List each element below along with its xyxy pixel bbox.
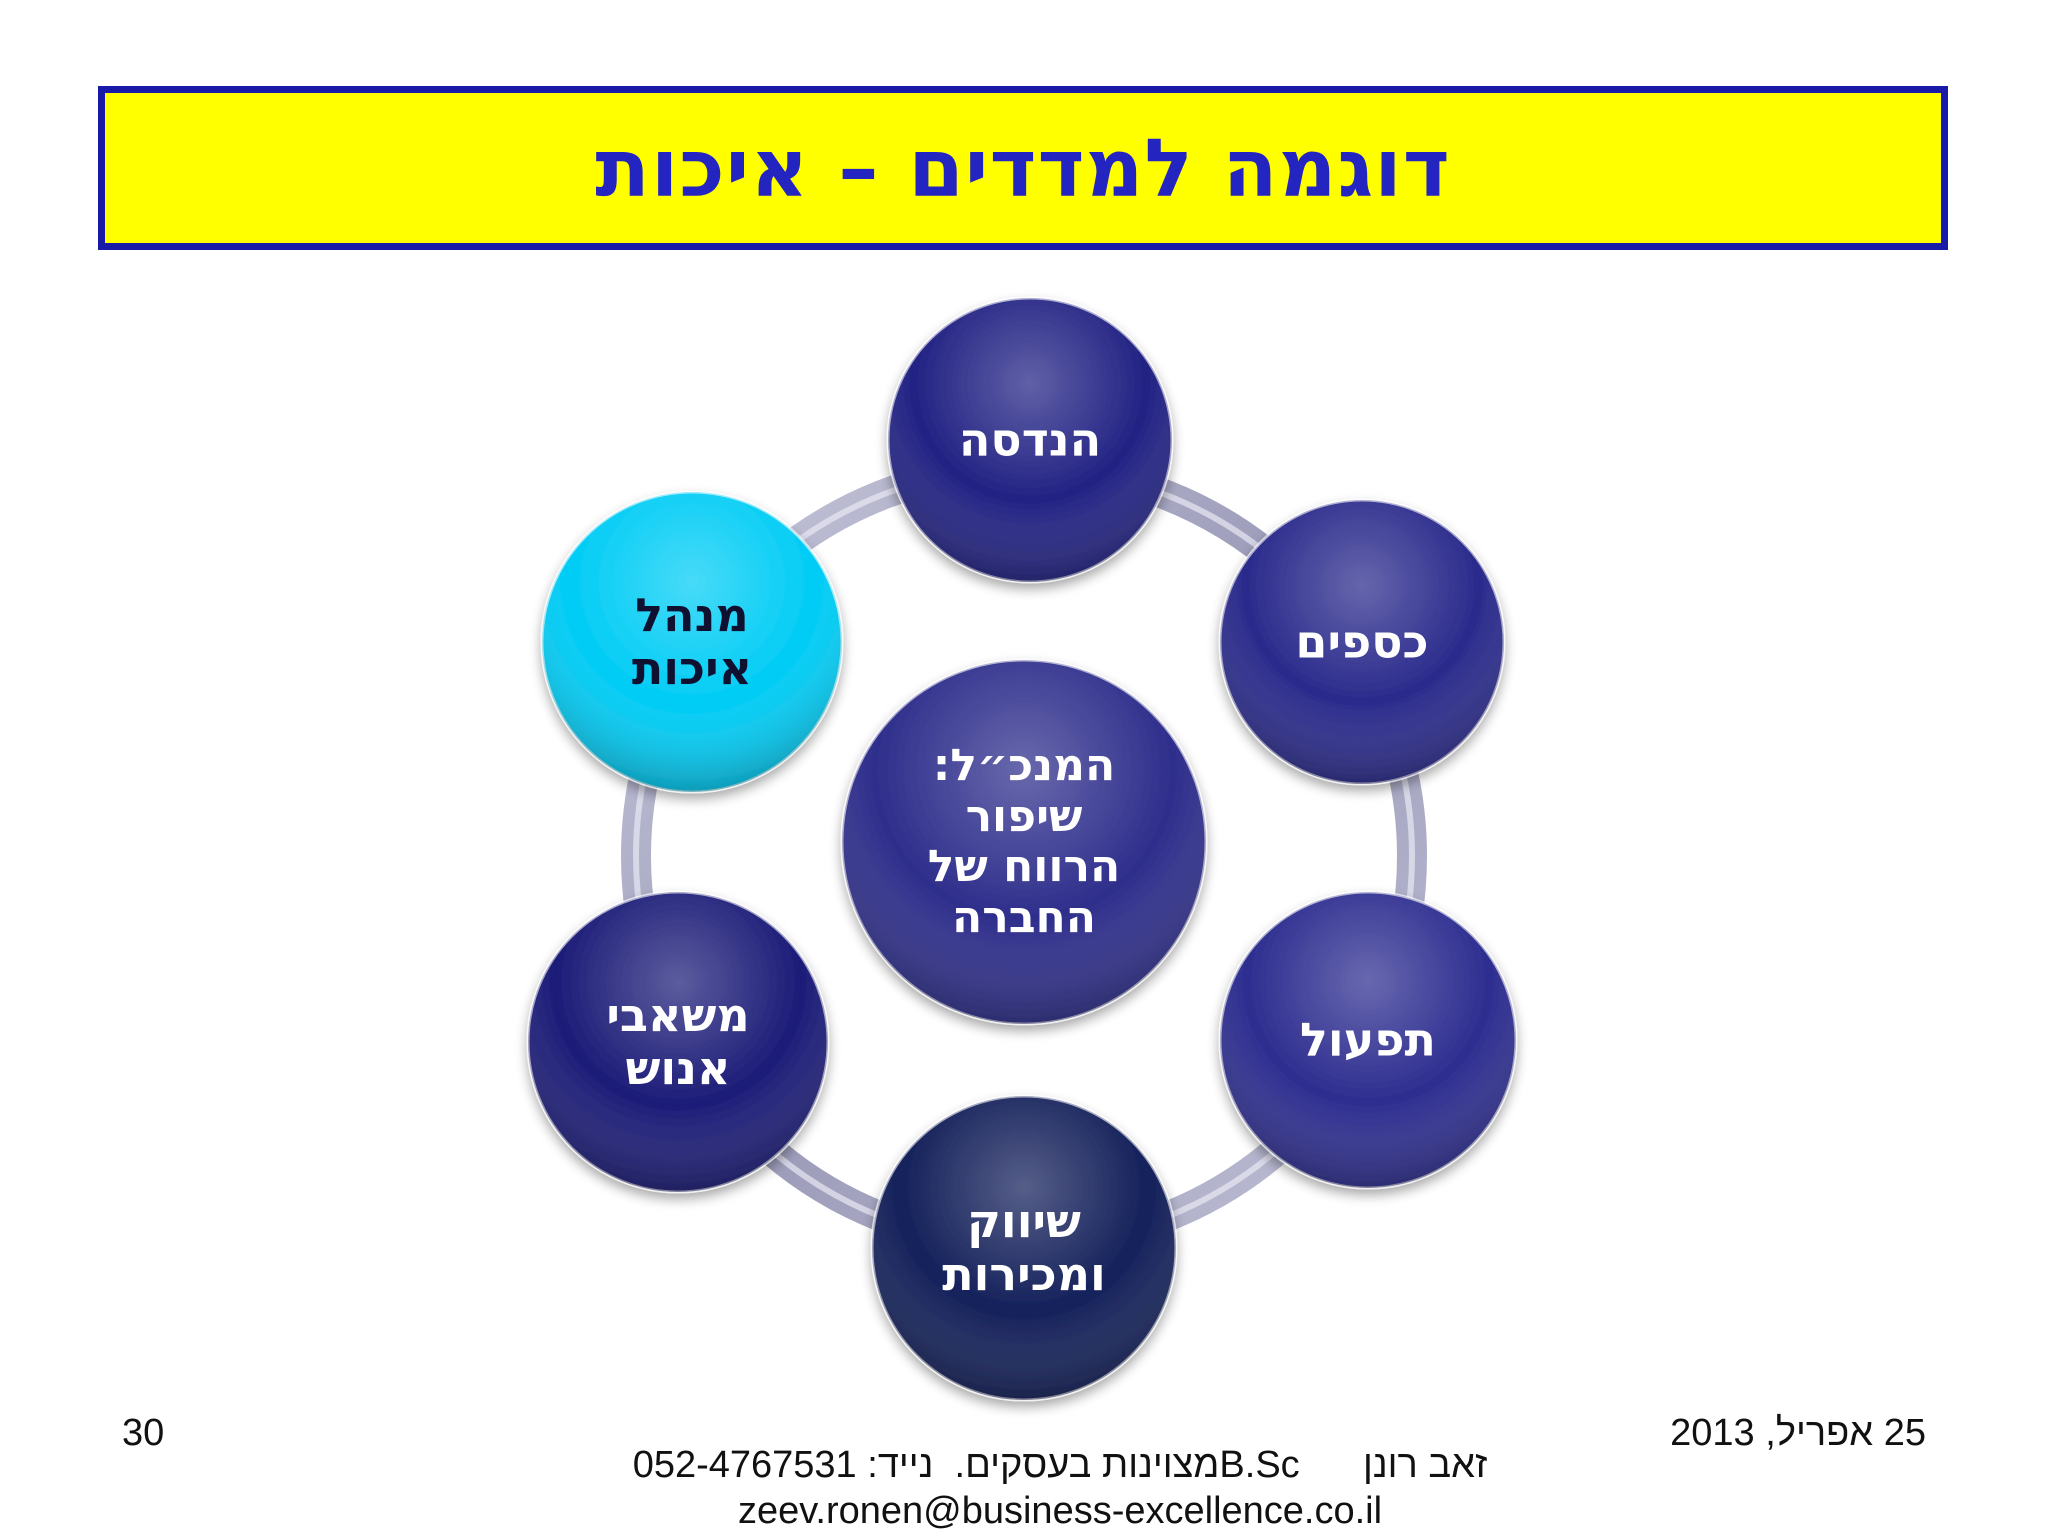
node-marketing (870, 1094, 1178, 1402)
node-finance-label: כספים (1295, 614, 1429, 669)
center-node (840, 658, 1208, 1026)
node-operations-label: תפעול (1300, 1012, 1436, 1067)
node-hr-label: משאבי אנוש (606, 988, 750, 1095)
node-hr (526, 890, 830, 1194)
slide-title: דוגמה למדדים – איכות (595, 121, 1451, 215)
node-engineering-label: הנדסה (958, 412, 1102, 467)
author-contact-line: זאב רונן B.Scמצוינות בעסקים. נייד: 052-4… (632, 1444, 1488, 1486)
node-finance (1218, 498, 1506, 786)
node-operations (1218, 890, 1518, 1190)
node-marketing-label: שיווק ומכירות (942, 1194, 1106, 1301)
center-node-label: המנכ״ל: שיפור הרווח של החברה (927, 739, 1121, 943)
slide-date: 25 אפריל, 2013 (1670, 1412, 1926, 1454)
title-box: דוגמה למדדים – איכות (98, 86, 1948, 250)
node-quality (540, 490, 844, 794)
page-number: 30 (122, 1412, 165, 1454)
author-email: zeev.ronen@business-excellence.co.il (737, 1490, 1383, 1532)
node-engineering (886, 296, 1174, 584)
node-quality-label: מנהל איכות (631, 588, 753, 695)
